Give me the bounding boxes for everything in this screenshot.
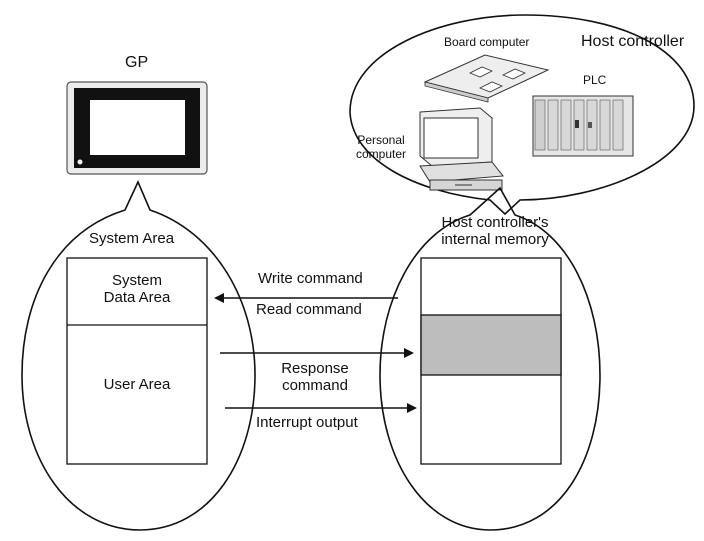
interrupt-output-label: Interrupt output: [256, 414, 358, 431]
system-data-area-label: System Data Area: [103, 272, 171, 307]
host-memory-table: [420, 257, 562, 465]
board-computer-label: Board computer: [444, 35, 530, 49]
host-memory-highlight: [420, 314, 562, 376]
personal-computer-label: Personal computer: [355, 133, 407, 161]
response-command-label: Response command: [281, 360, 349, 395]
gp-panel-icon: [66, 81, 208, 175]
plc-icon: [532, 95, 634, 157]
host-memory-bubble: [379, 186, 601, 531]
board-computer-icon: [423, 54, 550, 103]
write-command-label: Write command: [258, 270, 363, 287]
host-controller-title: Host controller: [581, 33, 685, 50]
host-controller-bubble: [349, 14, 695, 216]
personal-computer-icon: [419, 107, 504, 191]
gp-memory-table: [66, 257, 208, 465]
host-memory-label: Host controller's internal memory: [441, 214, 549, 249]
read-command-label: Read command: [256, 301, 362, 318]
system-area-label: System Area: [89, 230, 175, 247]
user-area-label: User Area: [103, 376, 171, 393]
plc-label: PLC: [583, 73, 607, 87]
gp-title: GP: [125, 54, 149, 71]
gp-memory-bubble: [21, 180, 256, 531]
